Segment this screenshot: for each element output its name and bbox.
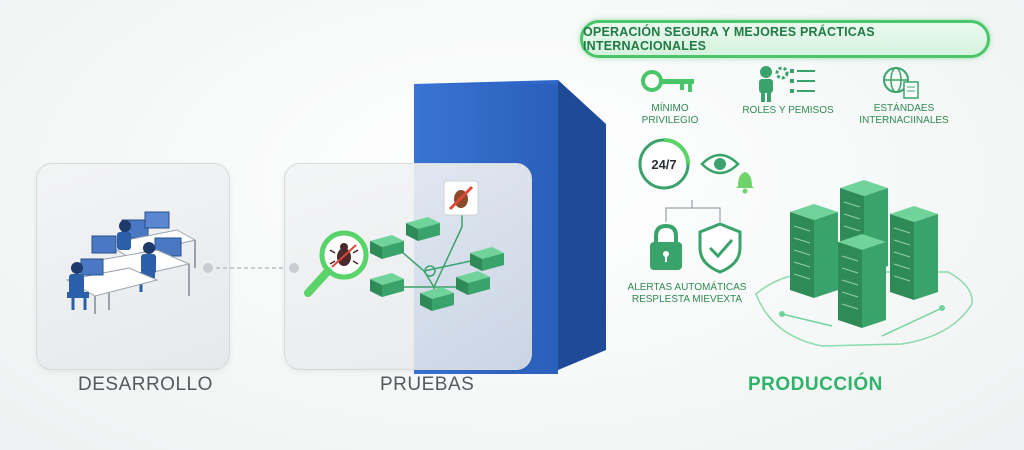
eye-icon <box>700 153 740 175</box>
stage-label-testing: PRUEBAS <box>380 374 475 395</box>
developer-desk-icon <box>65 258 159 314</box>
standards-label-line2: INTERNACIINALES <box>859 115 949 126</box>
lock-icon <box>650 223 682 270</box>
bell-icon <box>736 172 754 194</box>
key-icon <box>641 70 694 92</box>
server-rack-icon <box>890 206 938 300</box>
production-servers <box>755 180 973 347</box>
developers-illustration <box>65 211 197 314</box>
development-stage-card <box>36 163 230 370</box>
best-practices-banner: OPERACIÓN SEGURA Y MEJORES PRÁCTICAS INT… <box>580 20 990 58</box>
monitoring-cluster: 24/7 <box>638 138 754 274</box>
testing-stage-card <box>284 163 532 370</box>
alerts-label-line1: ALERTAS AUTOMÁTICAS <box>627 282 747 293</box>
standards-label: ESTÁNDAES INTERNACIINALES <box>854 103 954 127</box>
standards-label-line1: ESTÁNDAES <box>873 103 935 114</box>
globe-document-icon <box>883 67 919 99</box>
alerts-label-line2: RESPLESTA MIEVEXTA <box>631 294 743 305</box>
roles-icon <box>759 66 815 102</box>
min-privilege-label: MÍNIMO PRIVILEGIO <box>641 103 699 126</box>
alerts-label: ALERTAS AUTOMÁTICAS RESPLESTA MIEVEXTA <box>622 282 752 306</box>
shield-check-icon <box>698 222 742 274</box>
stage-connector <box>203 263 299 273</box>
stage-label-development: DESARROLLO <box>78 374 213 395</box>
roles-permissions-label: ROLES Y PEMISOS <box>742 105 834 116</box>
clock-24-7-icon: 24/7 <box>638 138 690 190</box>
stage-label-production: PRODUCCIÓN <box>748 374 883 395</box>
server-rack-icon <box>790 204 838 298</box>
server-rack-icon <box>838 234 886 328</box>
clock-text: 24/7 <box>651 157 676 172</box>
